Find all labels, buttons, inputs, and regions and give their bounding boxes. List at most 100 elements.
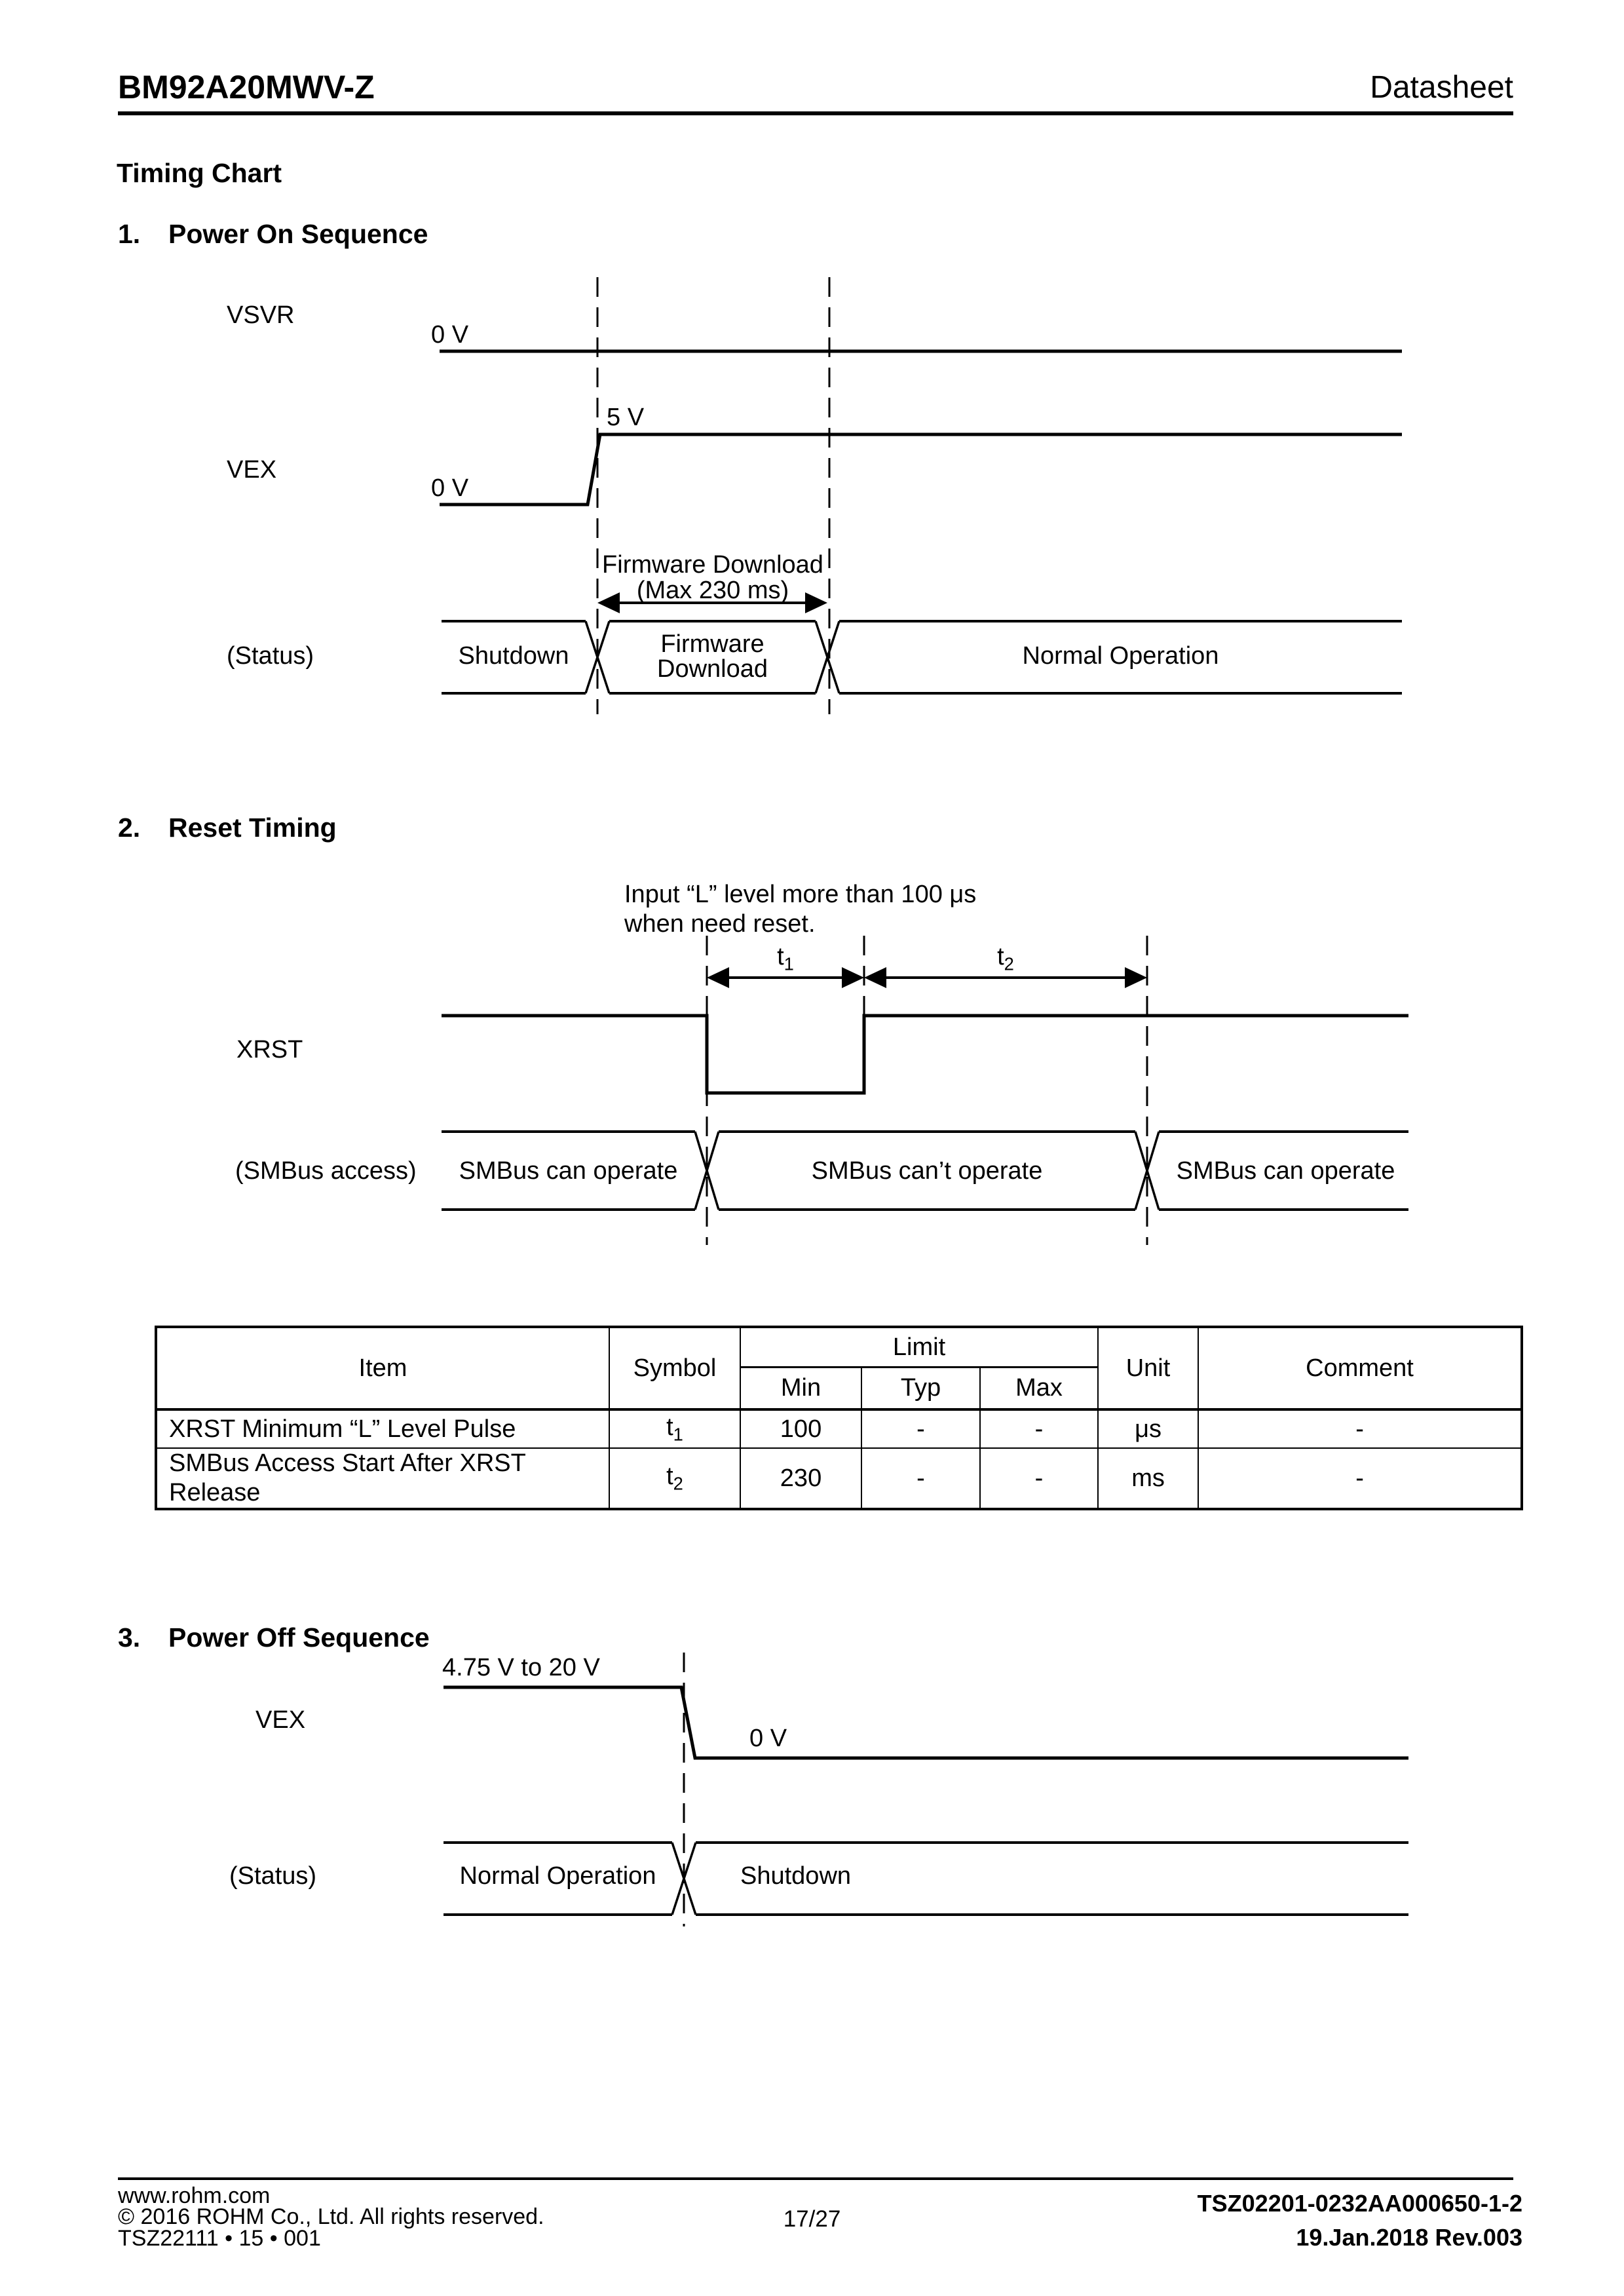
document-type: Datasheet [1370, 70, 1513, 105]
fw-download-arrowheads [597, 592, 827, 613]
vex-zero-volt-label: 0 V [431, 474, 469, 502]
cell-comment: - [1198, 1447, 1523, 1510]
vsvr-signal-label: VSVR [227, 301, 295, 329]
table-header-row: Item Symbol Limit Unit Comment [155, 1326, 1523, 1411]
header-rule [118, 111, 1513, 115]
section-heading-power-off: 3. Power Off Sequence [118, 1622, 430, 1653]
col-header-min: Min [740, 1366, 862, 1411]
phase-smbus-can-operate-right: SMBus can operate [1176, 1157, 1395, 1185]
cell-max: - [979, 1409, 1099, 1449]
footer-revision: 19.Jan.2018 Rev.003 [1296, 2224, 1522, 2251]
vsvr-zero-volt-label: 0 V [431, 321, 469, 349]
reset-note: Input “L” level more than 100 μs when ne… [624, 880, 976, 939]
col-header-item: Item [155, 1326, 610, 1411]
footer-copyright: © 2016 ROHM Co., Ltd. All rights reserve… [118, 2204, 544, 2229]
cell-typ: - [861, 1409, 981, 1449]
phase-smbus-can-operate-left: SMBus can operate [459, 1157, 678, 1185]
item-line2: Release [169, 1479, 261, 1506]
annotation-line2: (Max 230 ms) [636, 577, 789, 604]
phase-shutdown-off: Shutdown [740, 1862, 852, 1890]
power-on-status-crossings [584, 621, 840, 694]
section-title: Power On Sequence [168, 219, 428, 249]
phase-fw-line1: Firmware [660, 630, 765, 658]
t1-subscript: 1 [784, 953, 794, 974]
symbol-subscript: 2 [673, 1473, 683, 1494]
phase-smbus-cant-operate: SMBus can’t operate [811, 1157, 1043, 1185]
table-row: SMBus Access Start After XRST Release t2… [155, 1447, 1523, 1510]
cell-comment: - [1198, 1409, 1523, 1449]
t1-base: t [777, 943, 784, 970]
part-number: BM92A20MWV-Z [118, 69, 375, 105]
footer-page-number: 17/27 [783, 2206, 841, 2232]
power-off-status-label: (Status) [229, 1862, 317, 1890]
footer-doc-number: TSZ02201-0232AA000650-1-2 [1197, 2190, 1522, 2217]
reset-note-line2: when need reset. [624, 910, 816, 938]
annotation-line1: Firmware Download [602, 551, 823, 579]
reset-dashed-guides-outer [706, 936, 1148, 1245]
cell-max: - [979, 1447, 1099, 1510]
section-title: Power Off Sequence [168, 1622, 430, 1653]
timing-spec-table: Item Symbol Limit Unit Comment Min Typ M… [155, 1326, 1524, 1510]
table-row: XRST Minimum “L” Level Pulse t1 100 - - … [155, 1409, 1523, 1449]
cell-unit: ms [1097, 1447, 1199, 1510]
footer-rule [118, 2177, 1513, 2180]
cell-item: XRST Minimum “L” Level Pulse [155, 1409, 610, 1449]
section-number: 3. [118, 1622, 141, 1653]
section-number: 1. [118, 219, 141, 249]
cell-symbol: t2 [609, 1447, 741, 1510]
vex-five-volt-label: 5 V [607, 404, 645, 431]
page-title: Timing Chart [117, 158, 282, 188]
smbus-status-rails [442, 1130, 1408, 1211]
power-on-status-rails [442, 620, 1402, 695]
vex-signal-label: VEX [227, 456, 277, 484]
phase-normal-operation-off: Normal Operation [459, 1862, 656, 1890]
section-heading-power-on: 1. Power On Sequence [118, 219, 428, 250]
t2-subscript: 2 [1004, 953, 1014, 974]
reset-note-line1: Input “L” level more than 100 μs [624, 881, 977, 908]
phase-normal-operation: Normal Operation [1022, 642, 1219, 670]
symbol-base: t [666, 1462, 673, 1490]
power-off-vex-waveform [444, 1685, 1408, 1760]
power-off-status-crossing [671, 1842, 697, 1915]
power-off-zero-volt-label: 0 V [749, 1725, 787, 1752]
vex-range-label: 4.75 V to 20 V [442, 1654, 600, 1681]
col-header-typ: Typ [861, 1366, 981, 1411]
col-header-unit: Unit [1097, 1326, 1199, 1411]
vex-waveform [440, 432, 1402, 507]
section-number: 2. [118, 813, 141, 843]
footer-website: www.rohm.com [118, 2183, 271, 2208]
cell-typ: - [861, 1447, 981, 1510]
power-off-status-rails [444, 1841, 1408, 1916]
footer-doc-code: TSZ22111 • 15 • 001 [118, 2226, 321, 2251]
item-line1: SMBus Access Start After XRST [169, 1449, 526, 1477]
t1-label: t1 [707, 944, 864, 974]
smbus-status-crossings [694, 1131, 1160, 1210]
xrst-signal-label: XRST [236, 1036, 303, 1063]
col-header-limit: Limit [739, 1326, 1099, 1368]
table-subheader-row: Min Typ Max [156, 1366, 1522, 1411]
phase-firmware-download: Firmware Download [609, 632, 816, 681]
cell-min: 100 [740, 1409, 862, 1449]
t2-base: t [997, 943, 1004, 970]
firmware-download-annotation: Firmware Download (Max 230 ms) [591, 552, 835, 603]
cell-min: 230 [740, 1447, 862, 1510]
power-on-status-label: (Status) [227, 642, 314, 670]
section-heading-reset: 2. Reset Timing [118, 813, 337, 843]
t1-t2-arrowheads [707, 967, 1147, 988]
col-header-symbol: Symbol [609, 1326, 741, 1411]
symbol-base: t [666, 1413, 673, 1441]
section-title: Reset Timing [168, 813, 337, 843]
cell-unit: μs [1097, 1409, 1199, 1449]
xrst-waveform [442, 1014, 1408, 1095]
t2-label: t2 [864, 944, 1147, 974]
power-off-vex-signal-label: VEX [255, 1706, 306, 1734]
symbol-subscript: 1 [673, 1424, 683, 1445]
phase-fw-line2: Download [657, 655, 768, 683]
cell-symbol: t1 [609, 1409, 741, 1449]
phase-shutdown: Shutdown [458, 642, 569, 670]
col-header-max: Max [979, 1366, 1099, 1411]
smbus-access-label: (SMBus access) [235, 1157, 417, 1185]
cell-item: SMBus Access Start After XRST Release [155, 1447, 610, 1510]
